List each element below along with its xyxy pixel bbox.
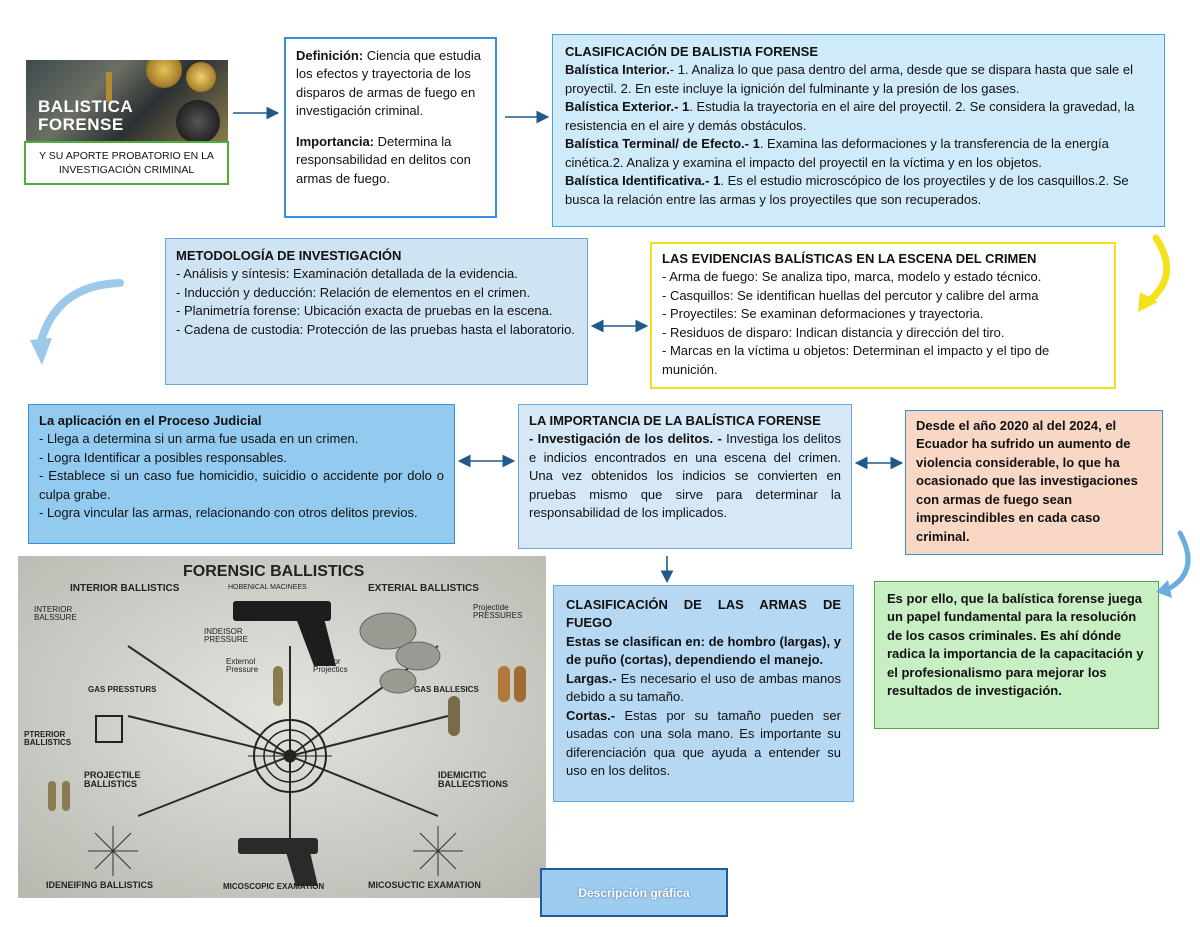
application-item: - Llega a determina si un arma fue usada… [39, 431, 359, 447]
importance-box-text: Investiga los delitos e indicios encontr… [529, 431, 841, 521]
cortas-text: Estas por su tamaño pueden ser usadas co… [566, 707, 841, 779]
application-item: - Establece si un caso fue homicidio, su… [39, 468, 444, 502]
application-title: La aplicación en el Proceso Judicial [39, 413, 262, 428]
label-interior-balssure: INTERIOR BALSSURE [34, 605, 77, 623]
infographic-subtitle: HOBENICAL MACINEES [228, 584, 307, 591]
subtitle-box: Y SU APORTE PROBATORIO EN LA INVESTIGACI… [24, 141, 229, 185]
firearms-title: CLASIFICACIÓN DE LAS ARMAS DE FUEGO [566, 597, 841, 631]
curved-arrow-blue-right [1167, 530, 1191, 591]
evidence-item: - Casquillos: Se identifican huellas del… [662, 287, 1039, 303]
subtitle-text: Y SU APORTE PROBATORIO EN LA INVESTIGACI… [39, 150, 214, 177]
description-button[interactable]: Descripción gráfica [540, 868, 728, 917]
classification-box: CLASIFICACIÓN DE BALISTIA FORENSE Balíst… [552, 34, 1165, 227]
label-identifying-ballections: IDEMICITIC BALLECSTIONS [438, 770, 509, 790]
label-indeisor: INDEISOR PRESSURE [204, 627, 249, 645]
bullet-icon [48, 666, 526, 811]
classification-item-label: Balística Exterior.- 1 [565, 99, 690, 115]
importance-label: Importancia: [296, 133, 375, 149]
label-gas-ballesics: GAS BALLESICS [414, 685, 479, 694]
title-line-1: BALISTICA [38, 97, 134, 116]
classification-item-label: Balística Interior. [565, 62, 670, 78]
importance-text: Determina la responsabilidad en delitos … [296, 133, 471, 186]
evidence-item: - Marcas en la víctima u objetos: Determ… [662, 343, 1050, 377]
label-gas-presstures: GAS PRESSTURS [88, 685, 157, 694]
definition-box: Definición: Ciencia que estudia los efec… [284, 37, 497, 218]
label-external-pressure: Externol Pressure [226, 657, 259, 675]
evidence-item: - Proyectiles: Se examinan deformaciones… [662, 306, 984, 322]
forensic-ballistics-infographic: FORENSIC BALLISTICS HOBENICAL MACINEES I… [18, 556, 546, 898]
chart-frame-icon [95, 715, 123, 743]
importance-box-label: - Investigación de los delitos. - [529, 431, 722, 447]
cortas-label: Cortas.- [566, 707, 616, 723]
curved-arrow-blue-right-head [1156, 580, 1172, 598]
pistol-icon [233, 601, 336, 666]
label-projectile-ballistics: PROJECTILE BALLISTICS [84, 770, 141, 790]
label-exterior-ballistics: EXTERIAL BALLISTICS [368, 583, 479, 594]
classification-item-text: . Examina las deformaciones y la transfe… [565, 136, 1109, 170]
classification-title: CLASIFICACIÓN DE BALISTIA FORENSE [565, 44, 819, 59]
application-box: La aplicación en el Proceso Judicial - L… [28, 404, 455, 544]
classification-item-text: - 1. Analiza lo que pasa dentro del arma… [565, 62, 1134, 96]
conclusion-box: Es por ello, que la balística forense ju… [874, 581, 1159, 729]
slug-icon [359, 612, 441, 694]
definition-text: Ciencia que estudia los efectos y trayec… [296, 48, 481, 119]
curved-arrow-blue-left [36, 279, 124, 349]
infographic-title: FORENSIC BALLISTICS [183, 563, 365, 580]
evidence-box: LAS EVIDENCIAS BALÍSTICAS EN LA ESCENA D… [650, 242, 1116, 389]
definition-label: Definición: [296, 48, 364, 63]
classification-item-text: . Estudia la trayectoria en el aire del … [565, 99, 1135, 133]
methodology-box: METODOLOGÍA DE INVESTIGACIÓN - Análisis … [165, 238, 588, 385]
firearms-box: CLASIFICACIÓN DE LAS ARMAS DE FUEGO Esta… [553, 585, 854, 802]
curved-arrow-yellow-head [1138, 292, 1158, 312]
label-identifying-ballistics: IDENEIFING BALLISTICS [46, 880, 154, 890]
evidence-title: LAS EVIDENCIAS BALÍSTICAS EN LA ESCENA D… [662, 251, 1037, 266]
largas-text: Es necesario el uso de ambas manos debid… [566, 670, 841, 705]
ecuador-box: Desde el año 2020 al del 2024, el Ecuado… [905, 410, 1163, 555]
methodology-title: METODOLOGÍA DE INVESTIGACIÓN [176, 248, 402, 263]
classification-item: Balística Identificativa.- 1. Es el estu… [565, 172, 1152, 209]
classification-item-text: . Es el estudio microscópico de los proy… [565, 173, 1129, 207]
methodology-item: - Análisis y síntesis: Examinación detal… [176, 266, 518, 282]
importance-box: LA IMPORTANCIA DE LA BALÍSTICA FORENSE -… [518, 404, 852, 549]
classification-item-label: Balística Identificativa.- 1 [565, 173, 721, 189]
application-item: - Logra Identificar a posibles responsab… [39, 449, 287, 465]
label-micosuctic-examation: MICOSUCTIC EXAMATION [368, 880, 481, 890]
target-icon [248, 714, 332, 798]
application-item: - Logra vincular las armas, relacionando… [39, 505, 418, 521]
largas-label: Largas.- [566, 670, 617, 686]
classification-item: Balística Interior.- 1. Analiza lo que p… [565, 61, 1152, 98]
label-interior-ballistics: INTERIOR BALLISTICS [70, 583, 180, 594]
curved-arrow-blue-left-head [30, 338, 52, 365]
label-projectile-pressures: Projectide PRESSURES [473, 603, 523, 621]
importance-box-title: LA IMPORTANCIA DE LA BALÍSTICA FORENSE [529, 413, 821, 428]
label-exterior-projectics: Exterior Projectics [313, 657, 348, 675]
classification-item-label: Balística Terminal/ de Efecto.- 1 [565, 136, 760, 152]
classification-item: Balística Terminal/ de Efecto.- 1. Exami… [565, 135, 1152, 172]
evidence-item: - Residuos de disparo: Indican distancia… [662, 324, 1005, 340]
conclusion-text: Es por ello, que la balística forense ju… [887, 591, 1144, 699]
label-ptrerior: PTRERIOR BALLISTICS [24, 730, 72, 748]
evidence-item: - Arma de fuego: Se analiza tipo, marca,… [662, 269, 1042, 285]
classification-item: Balística Exterior.- 1. Estudia la traye… [565, 98, 1152, 135]
methodology-item: - Planimetría forense: Ubicación exacta … [176, 303, 553, 319]
methodology-item: - Cadena de custodia: Protección de las … [176, 321, 575, 337]
firearms-intro: Estas se clasifican en: de hombro (larga… [566, 633, 841, 668]
curved-arrow-yellow [1146, 234, 1171, 304]
impact-icon [88, 826, 463, 876]
methodology-item: - Inducción y deducción: Relación de ele… [176, 284, 531, 300]
description-button-label: Descripción gráfica [578, 885, 690, 900]
ecuador-text: Desde el año 2020 al del 2024, el Ecuado… [916, 418, 1138, 544]
label-microscopic-examation: MICOSCOPIC EXAMATION [223, 882, 325, 891]
title-line-2: FORENSE [38, 114, 124, 134]
pistol-icon [238, 838, 318, 886]
infographic-drawing [18, 556, 546, 898]
